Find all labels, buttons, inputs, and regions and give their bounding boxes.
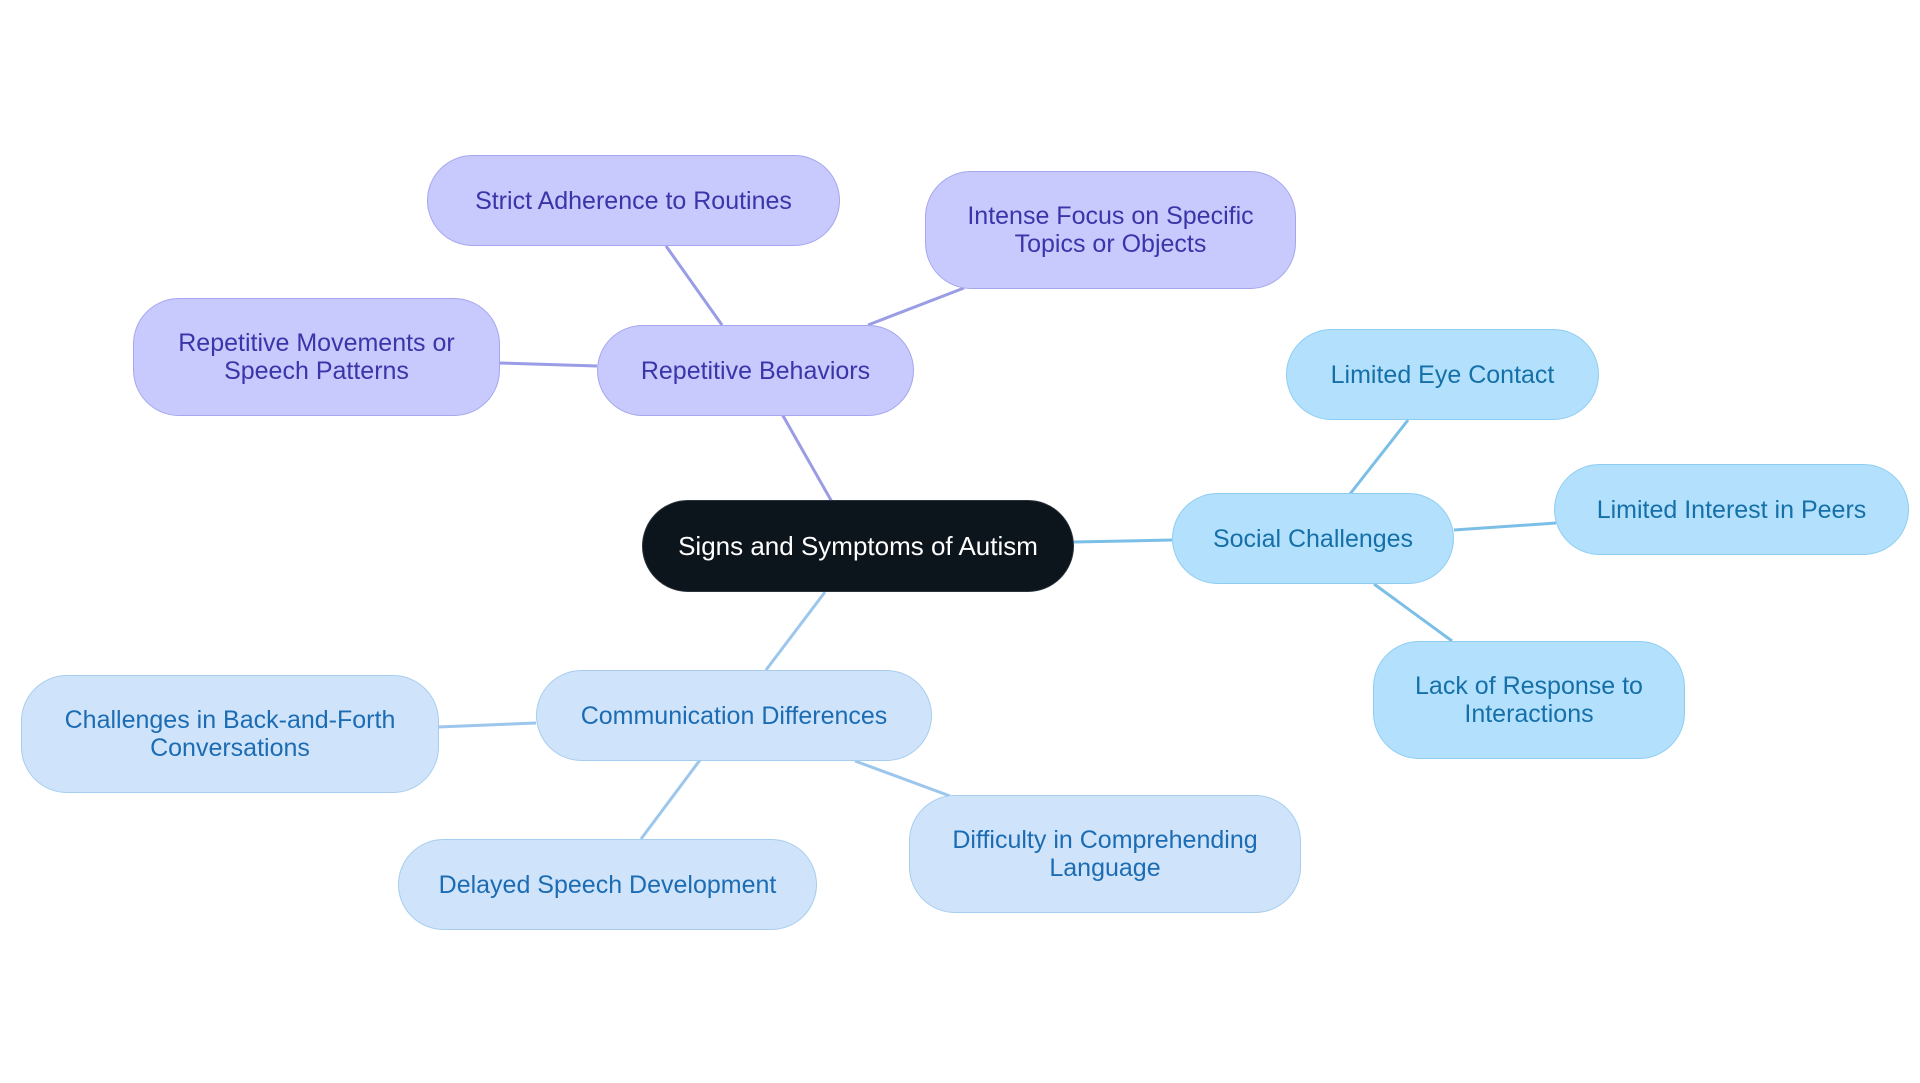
leaf-node-lack-of-response: Lack of Response to Interactions — [1373, 641, 1685, 759]
leaf-node-delayed-speech-development: Delayed Speech Development — [398, 839, 817, 930]
leaf-node-repetitive-movements: Repetitive Movements or Speech Patterns — [133, 298, 500, 416]
leaf-node-back-and-forth-conversations: Challenges in Back-and-Forth Conversatio… — [21, 675, 439, 793]
edge-repetitive-routines — [664, 245, 724, 326]
edge-communication-speech — [639, 759, 702, 840]
edge-root-repetitive — [780, 413, 834, 503]
leaf-node-intense-focus: Intense Focus on Specific Topics or Obje… — [925, 171, 1296, 289]
root-node: Signs and Symptoms of Autism — [642, 500, 1074, 592]
edge-social-peers — [1453, 521, 1557, 532]
edge-communication-conversations — [437, 721, 537, 729]
edge-communication-language — [854, 759, 951, 798]
branch-node-repetitive-behaviors: Repetitive Behaviors — [597, 325, 914, 416]
edge-social-eye-contact — [1348, 419, 1410, 495]
branch-node-social-challenges: Social Challenges — [1172, 493, 1454, 584]
edge-repetitive-focus — [867, 286, 965, 327]
edge-social-response — [1373, 582, 1453, 643]
branch-node-communication-differences: Communication Differences — [536, 670, 932, 761]
edge-repetitive-movements — [499, 361, 598, 368]
leaf-node-difficulty-comprehending-language: Difficulty in Comprehending Language — [909, 795, 1301, 913]
edge-root-social — [1073, 538, 1173, 544]
edge-root-communication — [764, 591, 827, 671]
leaf-node-limited-interest-in-peers: Limited Interest in Peers — [1554, 464, 1909, 555]
leaf-node-strict-adherence-to-routines: Strict Adherence to Routines — [427, 155, 840, 246]
leaf-node-limited-eye-contact: Limited Eye Contact — [1286, 329, 1599, 420]
